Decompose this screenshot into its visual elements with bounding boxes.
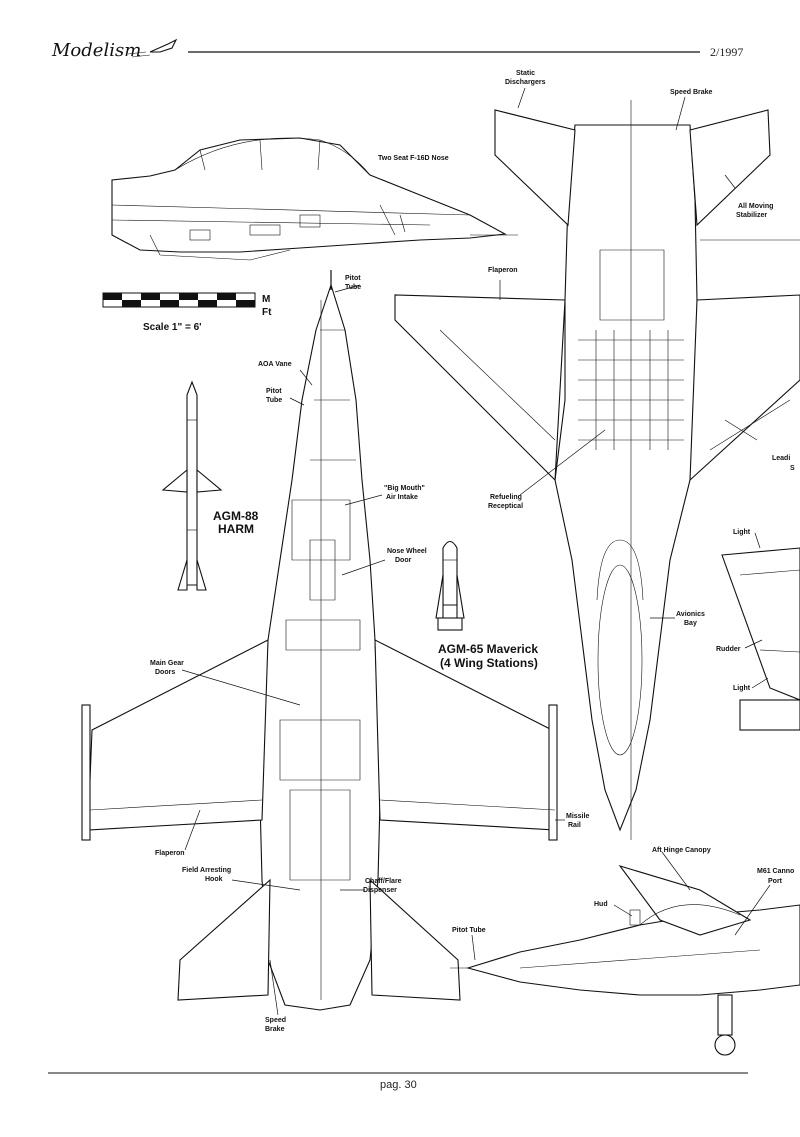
label-nose-wheel-1: Nose Wheel: [387, 548, 427, 555]
label-avionics-2: Bay: [684, 620, 697, 627]
label-pitot-tube-top-1: Pitot: [345, 275, 361, 282]
agm-88-harm-drawing: AGM-88 HARM: [161, 380, 259, 591]
label-refueling-2: Receptical: [488, 503, 523, 510]
label-big-mouth-1: "Big Mouth": [384, 485, 425, 492]
label-pitot-tube-nose: Pitot Tube: [452, 927, 486, 934]
label-harm-1: AGM-88: [213, 509, 259, 523]
scale-unit-ft: Ft: [262, 307, 272, 318]
issue-number: 2/1997: [710, 45, 743, 59]
label-light-bottom: Light: [733, 685, 751, 692]
label-hud: Hud: [594, 901, 608, 908]
label-speed-brake-bottom-2: Brake: [265, 1026, 285, 1033]
label-static-dischargers-1: Static: [516, 70, 535, 77]
label-speed-brake-top: Speed Brake: [670, 89, 713, 96]
label-m61-1: M61 Canno: [757, 868, 794, 875]
label-rudder: Rudder: [716, 646, 741, 653]
label-maverick-2: (4 Wing Stations): [440, 656, 538, 670]
two-seat-nose-drawing: Two Seat F-16D Nose: [111, 137, 518, 261]
label-pitot-tube-side-2: Tube: [266, 397, 282, 404]
magazine-logo: Modelism: [51, 40, 141, 61]
page-number: pag. 30: [380, 1079, 417, 1091]
tail-side-drawing: Light Rudder Light: [716, 529, 800, 731]
top-view-drawing: Pitot Tube AOA Vane Pitot Tube "Big Mout…: [81, 270, 589, 1033]
label-main-gear-1: Main Gear: [150, 660, 184, 667]
label-all-moving-1: All Moving: [738, 203, 773, 210]
label-avionics-1: Avionics: [676, 611, 705, 618]
label-maverick-1: AGM-65 Maverick: [438, 642, 538, 656]
label-missile-rail-2: Rail: [568, 822, 581, 829]
label-aoa-vane: AOA Vane: [258, 361, 292, 368]
label-m61-2: Port: [768, 878, 783, 885]
label-nose-wheel-2: Door: [395, 557, 412, 564]
label-flaperon-left: Flaperon: [155, 850, 185, 857]
label-static-dischargers-2: Dischargers: [505, 79, 546, 86]
footer: pag. 30: [48, 1072, 748, 1091]
scale-bar: M Ft Scale 1" = 6': [102, 292, 272, 333]
label-leading-edge-1: Leadi: [772, 455, 790, 462]
scale-caption: Scale 1" = 6': [143, 322, 202, 333]
label-refueling-1: Refueling: [490, 494, 522, 501]
label-pitot-tube-side-1: Pitot: [266, 388, 282, 395]
bottom-view-drawing: Static Dischargers Speed Brake All Movin…: [394, 70, 800, 840]
label-aft-hinge-canopy: Aft Hinge Canopy: [652, 847, 711, 854]
agm-65-maverick-drawing: AGM-65 Maverick (4 Wing Stations): [435, 540, 538, 670]
label-light-top: Light: [733, 529, 751, 536]
label-two-seat-nose: Two Seat F-16D Nose: [378, 155, 449, 162]
label-field-arresting-2: Hook: [205, 876, 223, 883]
label-pitot-tube-top-2: Tube: [345, 284, 361, 291]
scale-unit-m: M: [262, 294, 270, 305]
logo-airplane-icon: [127, 38, 178, 58]
header: Modelism 2/1997: [51, 38, 743, 61]
label-big-mouth-2: Air Intake: [386, 494, 418, 501]
label-all-moving-2: Stabilizer: [736, 212, 767, 219]
label-missile-rail-1: Missile: [566, 813, 589, 820]
label-harm-2: HARM: [218, 522, 254, 536]
label-chaff-flare-1: Chaff/Flare: [365, 878, 402, 885]
label-leading-edge-2: S: [790, 465, 795, 472]
label-chaff-flare-2: Dispenser: [363, 887, 397, 894]
label-flaperon-right: Flaperon: [488, 267, 518, 274]
label-main-gear-2: Doors: [155, 669, 175, 676]
single-seat-nose-drawing: Aft Hinge Canopy Hud M61 Canno Port Pito…: [450, 847, 800, 1056]
label-speed-brake-bottom-1: Speed: [265, 1017, 286, 1024]
label-field-arresting-1: Field Arresting: [182, 867, 231, 874]
